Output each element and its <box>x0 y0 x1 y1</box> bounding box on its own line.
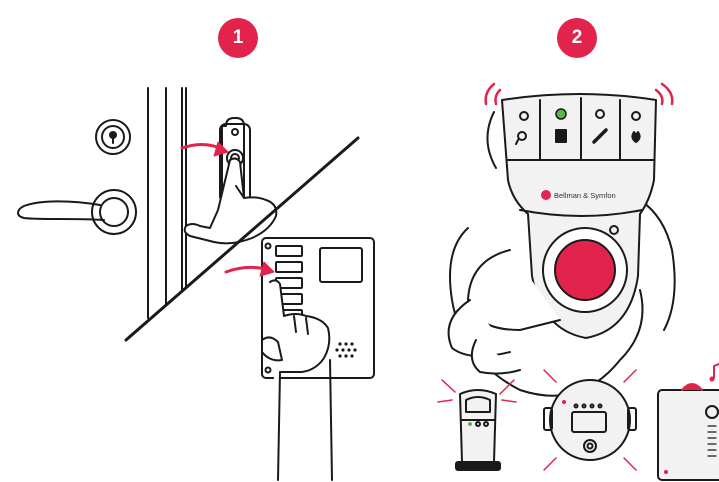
door-handle-icon <box>18 190 136 234</box>
music-note-icon <box>714 364 719 378</box>
intercom-signal-icon <box>556 130 566 142</box>
pager-brand-label: Bellman & Symfon <box>554 191 616 200</box>
door-frame <box>148 88 186 318</box>
hand-pressing-doorbell-icon <box>185 158 277 243</box>
wall-receiver-icon <box>658 384 719 480</box>
vibration-right-icon <box>656 84 672 104</box>
door-lock-icon <box>96 120 130 154</box>
flame-icon <box>632 132 639 142</box>
flash-receiver-icon <box>456 390 500 470</box>
brand-logo-icon <box>541 190 551 200</box>
vibration-left-icon <box>486 84 500 104</box>
